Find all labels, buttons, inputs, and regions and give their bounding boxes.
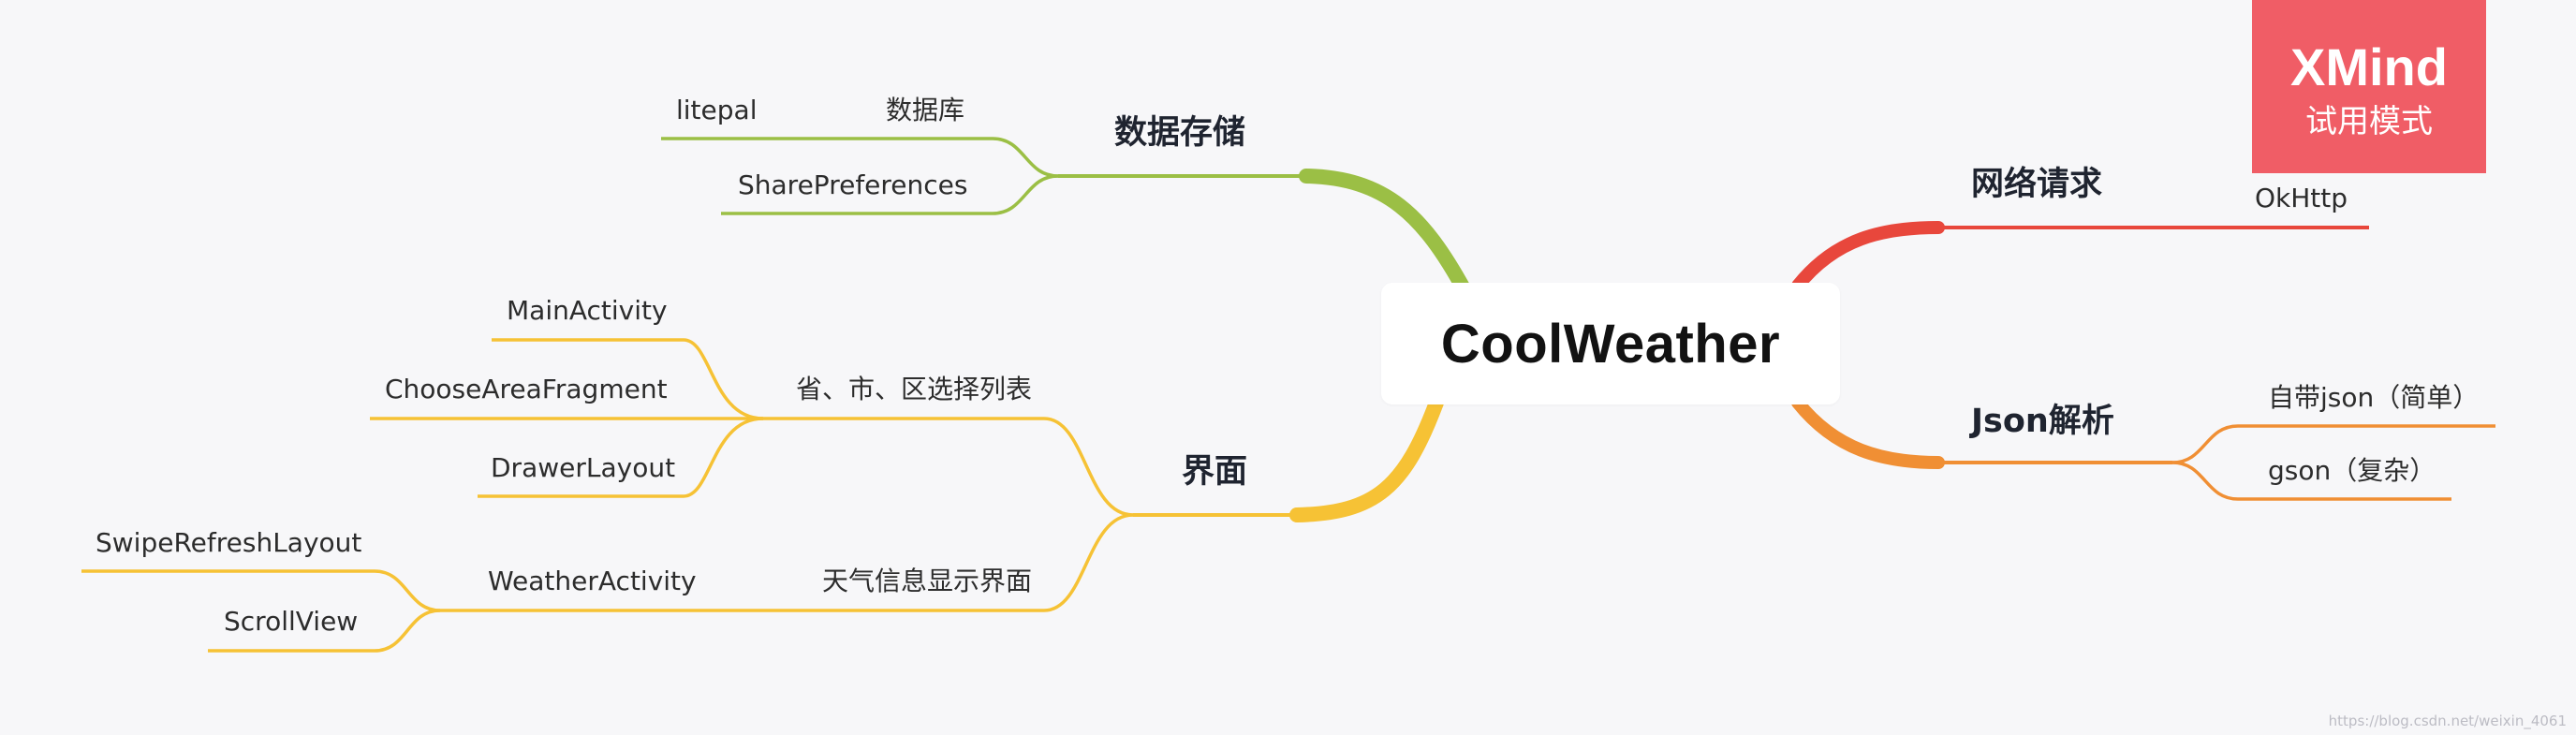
topic-ui[interactable]: 界面 (1182, 453, 1248, 491)
connector-center-storage (1299, 169, 1472, 298)
connector-list-drawerlayout (478, 417, 764, 498)
xmind-trial-badge: XMind 试用模式 (2252, 0, 2486, 173)
central-topic-title: CoolWeather (1440, 313, 1781, 375)
subtopic-drawerlayout[interactable]: DrawerLayout (491, 452, 676, 483)
subtopic-region-list[interactable]: 省、市、区选择列表 (796, 374, 1033, 404)
connector-storage-database (661, 137, 1059, 178)
topic-network[interactable]: 网络请求 (1971, 166, 2103, 203)
subtopic-chooseareafragment[interactable]: ChooseAreaFragment (385, 374, 668, 404)
subtopic-mainactivity[interactable]: MainActivity (507, 295, 668, 326)
xmind-badge-subtitle: 试用模式 (2305, 103, 2433, 140)
connector-json-gson (2171, 461, 2451, 501)
connector-ui-list (763, 417, 1134, 517)
xmind-badge-title: XMind (2290, 37, 2448, 96)
connector-list-mainactivity (492, 338, 764, 420)
subtopic-weatheractivity[interactable]: WeatherActivity (488, 566, 697, 596)
subtopic-okhttp[interactable]: OkHttp (2255, 183, 2348, 213)
subtopic-sharepreferences[interactable]: SharePreferences (738, 169, 968, 200)
central-topic[interactable]: CoolWeather (1381, 283, 1840, 404)
subtopic-builtin-json[interactable]: 自带json（简单） (2268, 382, 2480, 413)
subtopic-weather-display[interactable]: 天气信息显示界面 (822, 566, 1033, 596)
subtopic-database[interactable]: 数据库 (886, 95, 965, 125)
connector-center-json (1791, 396, 1945, 469)
connector-weather-swiperefresh (81, 569, 441, 612)
subtopic-swiperefreshlayout[interactable]: SwipeRefreshLayout (96, 527, 362, 558)
connector-weather-scrollview (208, 609, 441, 653)
subtopic-scrollview[interactable]: ScrollView (224, 606, 359, 637)
connector-ui-weather (440, 513, 1134, 612)
connector-center-ui (1289, 395, 1444, 522)
footer-url-watermark: https://blog.csdn.net/weixin_4061 (2328, 713, 2567, 729)
connector-storage-sharepref (721, 174, 1059, 215)
subtopic-litepal[interactable]: litepal (676, 95, 758, 125)
connector-json-builtin (2171, 424, 2495, 464)
topic-json[interactable]: Json解析 (1971, 403, 2114, 440)
subtopic-gson[interactable]: gson（复杂） (2268, 455, 2436, 486)
connector-center-network (1791, 221, 1945, 292)
topic-storage[interactable]: 数据存储 (1114, 114, 1246, 152)
